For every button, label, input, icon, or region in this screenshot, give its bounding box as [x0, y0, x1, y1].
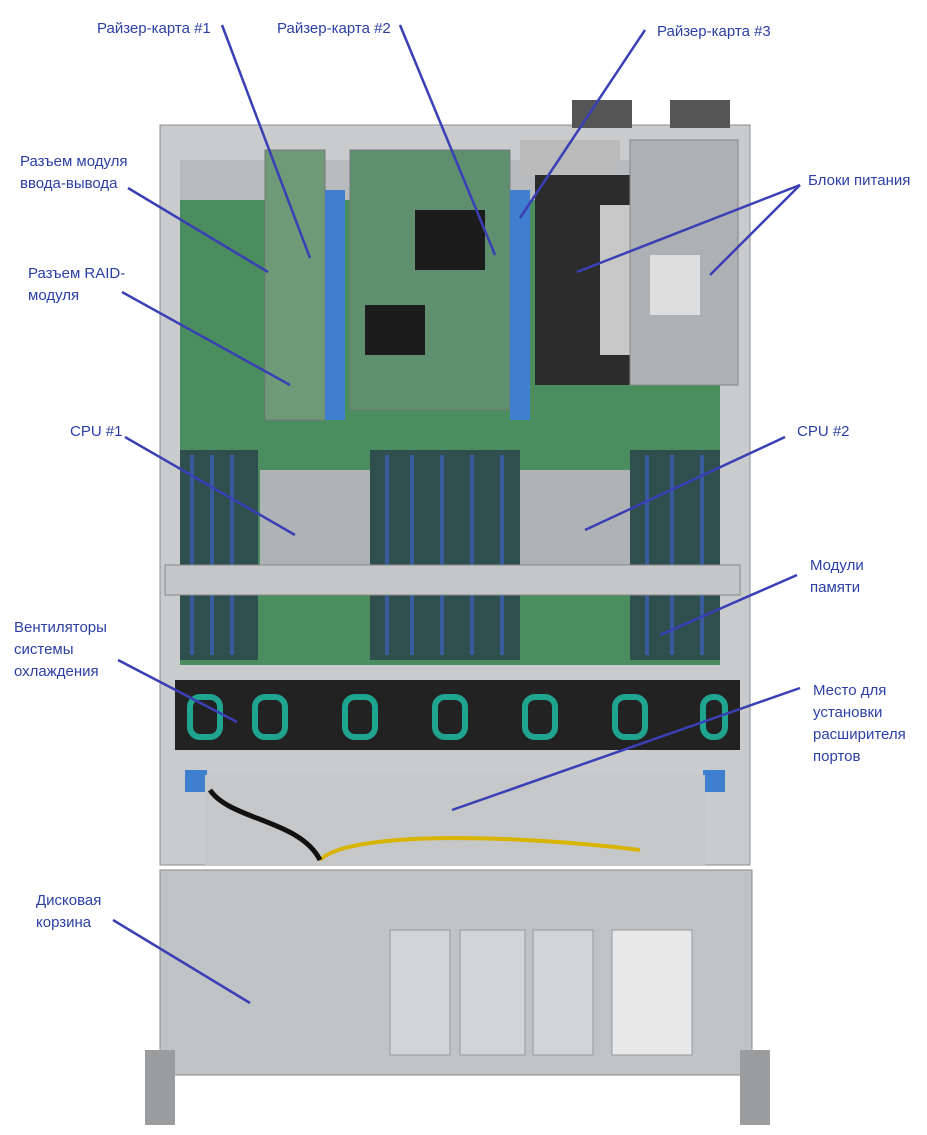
riser-card-1: [264, 149, 326, 421]
label-power-supplies: Блоки питания: [808, 172, 911, 189]
label-io-module-slot: Разъем модуля ввода-вывода: [20, 153, 128, 192]
label-cpu-2: CPU #2: [797, 423, 850, 440]
cpu1-heatsink: [260, 470, 370, 565]
label-cooling-fans: Вентиляторы системы охлаждения: [14, 619, 107, 680]
leader-lines: [112, 24, 801, 1005]
expander-area: [205, 775, 705, 865]
memory-bank-mid: [370, 450, 520, 660]
fans: [187, 694, 728, 740]
label-raid-module-slot: Разъем RAID- модуля: [28, 265, 126, 304]
label-riser-card-2: Райзер-карта #2: [277, 20, 391, 37]
label-riser-card-3: Райзер-карта #3: [657, 23, 771, 40]
riser-card-3: [520, 140, 620, 180]
support-bar: [164, 564, 741, 596]
compliance-label: [611, 929, 693, 1056]
rear-psu-fans: [572, 100, 632, 128]
label-cpu-1: CPU #1: [70, 423, 123, 440]
label-port-expander-location: Место для установки расширителя портов: [813, 682, 906, 765]
riser-card-2: [349, 149, 511, 411]
label-riser-card-1: Райзер-карта #1: [97, 20, 211, 37]
label-drive-cage: Дисковая корзина: [36, 892, 102, 931]
label-memory-modules: Модули памяти: [810, 557, 864, 596]
